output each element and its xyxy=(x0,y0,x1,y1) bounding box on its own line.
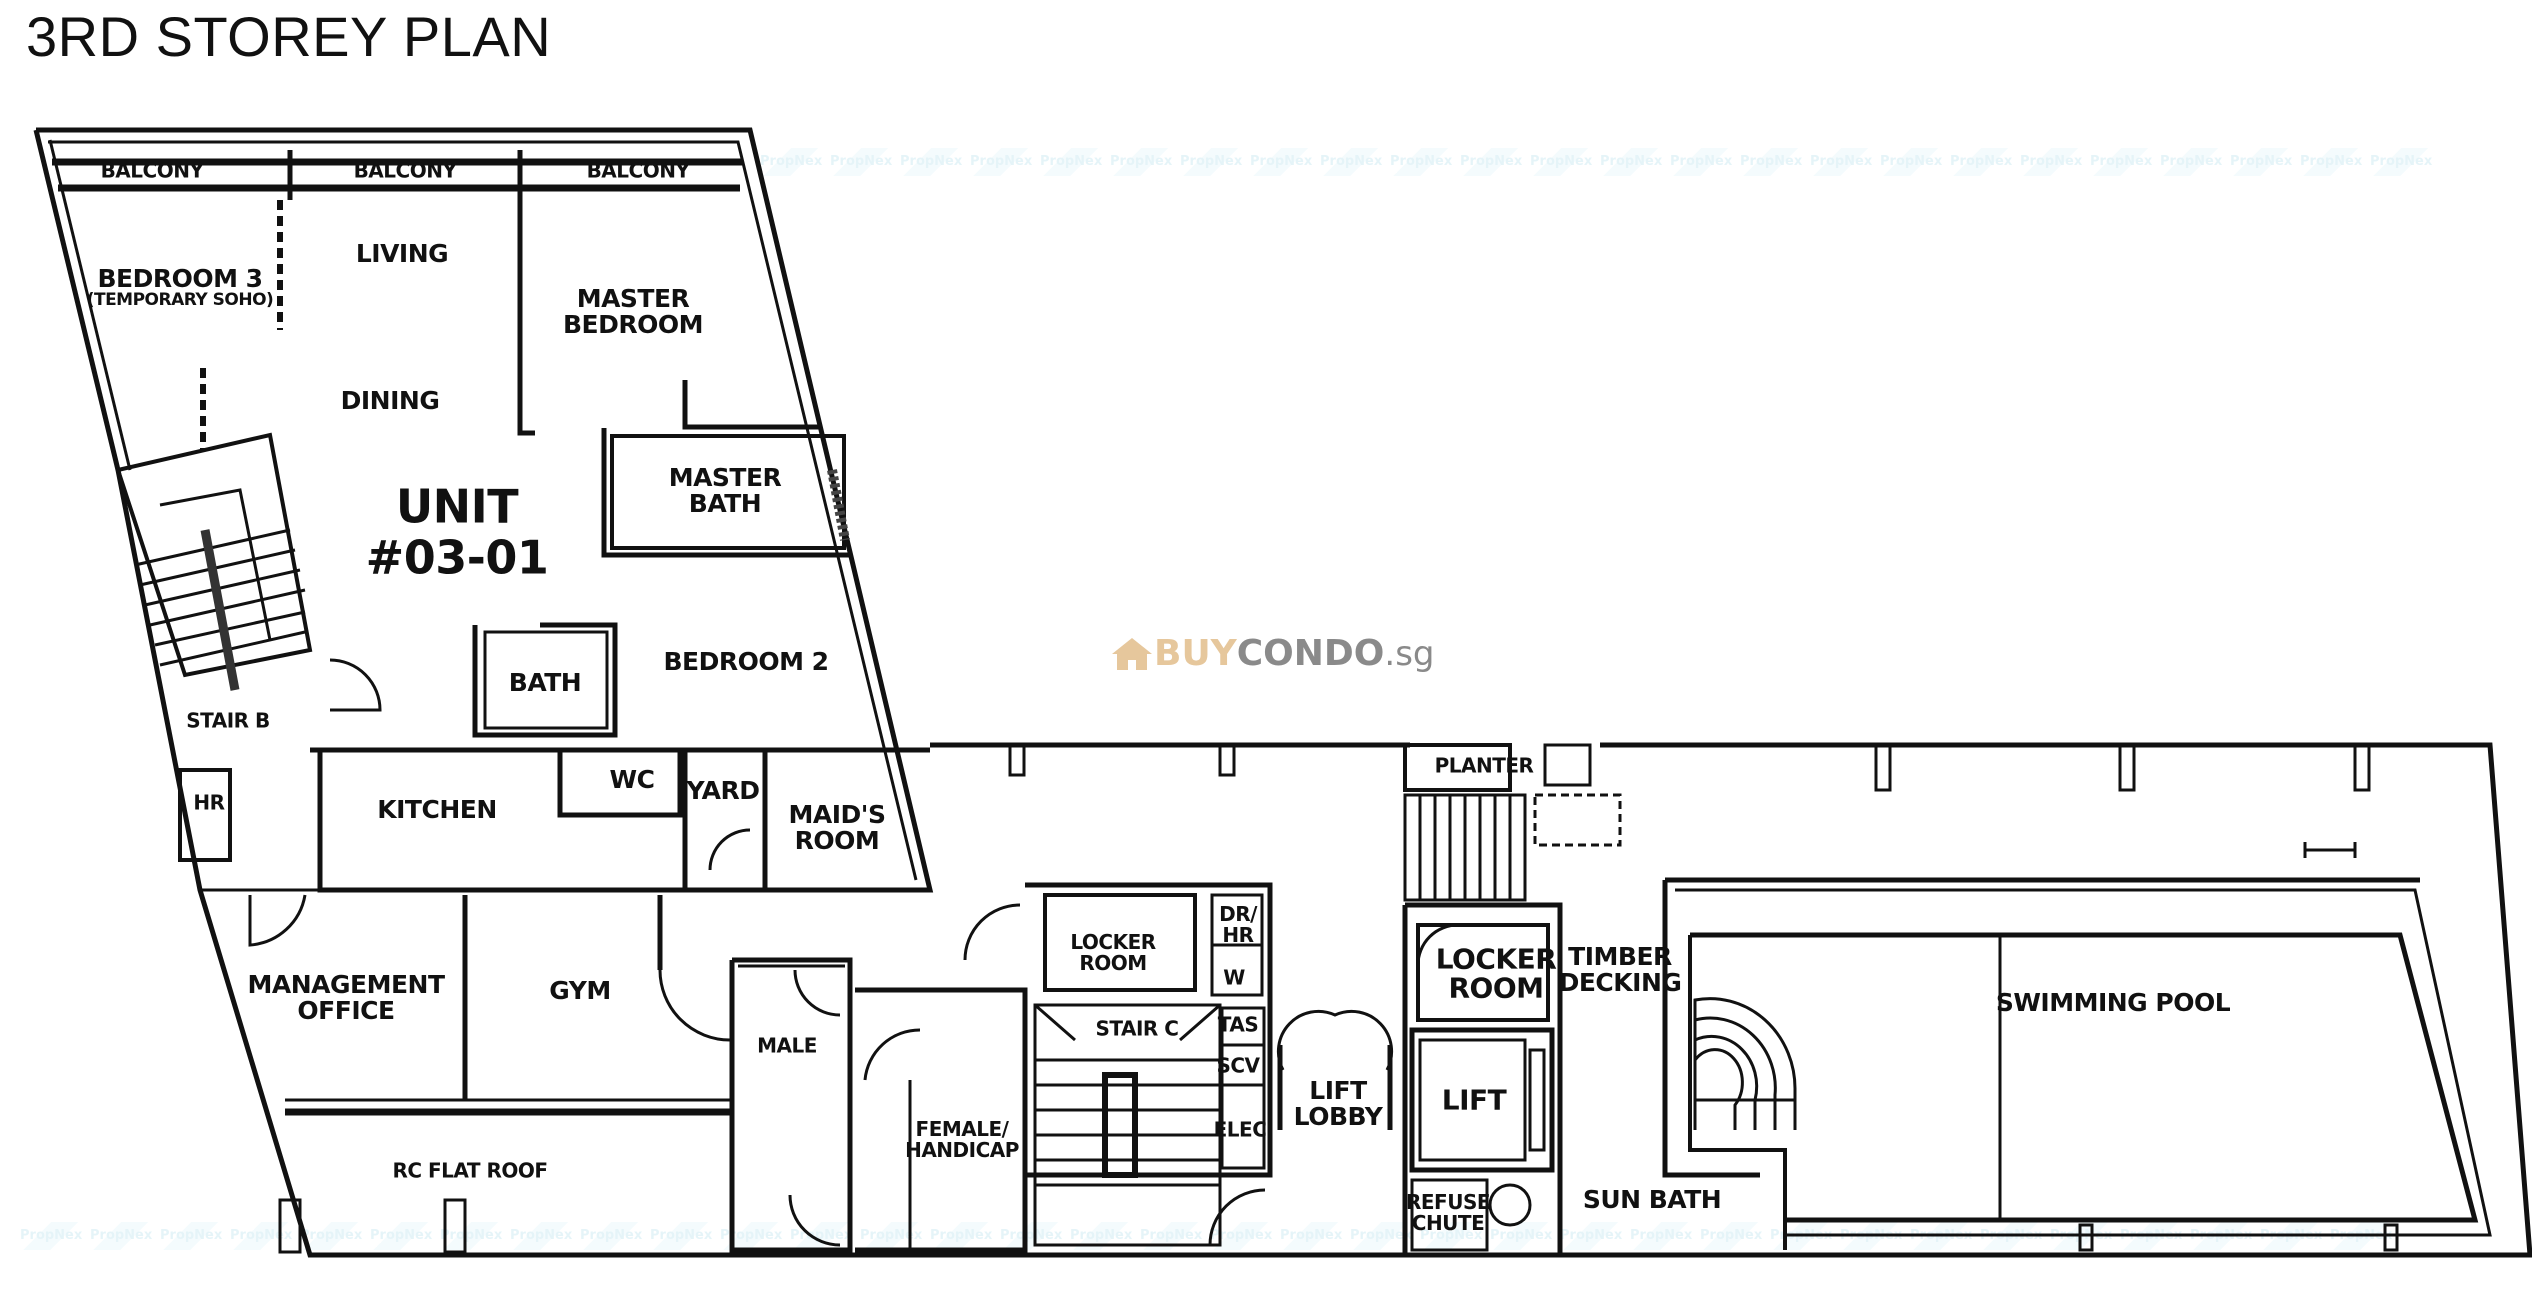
label-balcony-2: BALCONY xyxy=(353,158,457,183)
label-stair-c: STAIR C xyxy=(1095,1016,1179,1041)
label-male: MALE xyxy=(757,1033,817,1058)
amenity-outline xyxy=(115,469,2532,1258)
label-stair-b: STAIR B xyxy=(186,708,270,733)
label-lift: LIFT xyxy=(1441,1083,1507,1117)
label-locker-room-b: LOCKER ROOM xyxy=(1435,942,1557,1005)
label-living: LIVING xyxy=(355,238,449,268)
label-master-bedroom: MASTER BEDROOM xyxy=(562,283,704,339)
unit-outline xyxy=(33,127,934,893)
label-master-bath: MASTER BATH xyxy=(668,462,782,518)
label-timber-decking: TIMBER DECKING xyxy=(1558,941,1682,997)
label-hr: HR xyxy=(193,790,225,815)
label-w: W xyxy=(1223,965,1245,990)
label-management-office: MANAGEMENT OFFICE xyxy=(247,969,445,1025)
stair-b-drawing xyxy=(115,432,382,862)
plan-title: 3RD STOREY PLAN xyxy=(26,5,552,68)
label-bedroom-2: BEDROOM 2 xyxy=(663,646,829,676)
label-balcony-1: BALCONY xyxy=(100,158,204,183)
label-scv: SCV xyxy=(1216,1053,1260,1078)
label-unit-number: UNIT #03-01 xyxy=(365,479,549,584)
label-locker-room-a: LOCKER ROOM xyxy=(1070,930,1156,975)
label-gym: GYM xyxy=(549,975,611,1005)
label-elec: ELEC xyxy=(1213,1117,1267,1142)
label-bath: BATH xyxy=(508,667,582,697)
label-balcony-3: BALCONY xyxy=(586,158,690,183)
label-dining: DINING xyxy=(340,385,440,415)
label-female-handicap: FEMALE/ HANDICAP xyxy=(905,1117,1019,1162)
label-dr-hr: DR/ HR xyxy=(1219,902,1257,947)
label-yard: YARD xyxy=(686,775,760,805)
label-refuse-chute: REFUSE CHUTE xyxy=(1405,1190,1491,1235)
label-bedroom-3: BEDROOM 3 (TEMPORARY SOHO) xyxy=(86,263,274,311)
label-kitchen: KITCHEN xyxy=(377,794,497,824)
label-wc: WC xyxy=(609,764,655,794)
label-lift-lobby: LIFT LOBBY xyxy=(1293,1075,1383,1131)
label-maids-room: MAID'S ROOM xyxy=(788,799,886,855)
label-planter: PLANTER xyxy=(1434,753,1534,778)
label-tas: TAS xyxy=(1217,1012,1259,1037)
label-rc-flat-roof: RC FLAT ROOF xyxy=(392,1158,548,1183)
pool-drawing xyxy=(1008,743,2492,1252)
house-icon xyxy=(1112,637,1152,670)
label-swimming-pool: SWIMMING POOL xyxy=(1995,987,2231,1017)
label-sun-bath: SUN BATH xyxy=(1582,1184,1722,1214)
